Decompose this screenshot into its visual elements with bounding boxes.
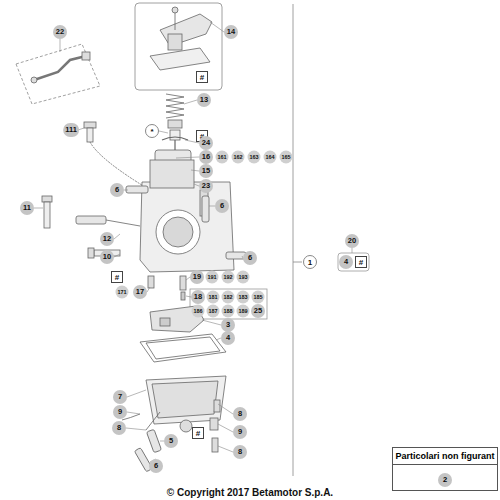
callout-number: 163: [248, 151, 261, 164]
hash-mark: #: [355, 256, 367, 268]
callout-number: 2: [438, 473, 452, 487]
callout-number: 12: [100, 232, 114, 246]
callout-number: 191: [206, 271, 219, 284]
callout-number: 193: [237, 271, 250, 284]
callout-number: 6: [243, 251, 257, 265]
hash-mark: #: [111, 271, 123, 283]
callout-number: 164: [264, 151, 277, 164]
callout-number: 171: [116, 286, 129, 299]
note-body: 2: [393, 465, 497, 490]
callout-number: 17: [133, 285, 147, 299]
callout-number: 182: [222, 291, 235, 304]
callout-number: 23: [199, 179, 213, 193]
callout-number: 18: [191, 290, 205, 304]
callout-number: 6: [215, 199, 229, 213]
callout-number: 165: [280, 151, 293, 164]
callout-number: 19: [190, 270, 204, 284]
marker-circle: 1: [303, 255, 317, 269]
hash-mark: #: [196, 71, 208, 83]
copyright-caption: © Copyright 2017 Betamotor S.p.A.: [167, 487, 333, 498]
callout-number: 8: [233, 445, 247, 459]
callout-number: 11: [20, 201, 34, 215]
callout-number: 6: [149, 459, 163, 473]
callout-number: 15: [199, 164, 213, 178]
callout-number: 3: [221, 318, 235, 332]
callout-number: 16: [199, 150, 213, 164]
callout-number: 8: [112, 421, 126, 435]
callout-number: 192: [222, 271, 235, 284]
callout-number: 183: [237, 291, 250, 304]
callout-number: 25: [251, 304, 265, 318]
note-heading: Particolari non figurant: [393, 448, 497, 465]
callout-number: 6: [110, 183, 124, 197]
callout-number: 9: [233, 425, 247, 439]
callout-number: 10: [100, 250, 114, 264]
callout-number: 14: [224, 25, 238, 39]
callout-number: 8: [233, 407, 247, 421]
callout-number: 188: [222, 305, 235, 318]
callout-number: 4: [339, 255, 353, 269]
callout-number: 181: [207, 291, 220, 304]
callout-number: 9: [113, 405, 127, 419]
callout-number: 22: [53, 25, 67, 39]
callout-number: 187: [207, 305, 220, 318]
callout-number: 7: [113, 390, 127, 404]
hash-mark: #: [192, 427, 204, 439]
callout-number: 185: [252, 291, 265, 304]
callout-number: 111: [63, 123, 79, 137]
marker-circle: *: [145, 124, 159, 138]
callout-number: 161: [216, 151, 229, 164]
callout-number: 13: [197, 93, 211, 107]
callout-number: 189: [237, 305, 250, 318]
callout-number: 4: [221, 331, 235, 345]
callout-number: 24: [199, 136, 213, 150]
callout-number: 162: [232, 151, 245, 164]
callout-number: 186: [192, 305, 205, 318]
note-box: Particolari non figurant 2: [392, 447, 498, 491]
callout-number: 5: [164, 434, 178, 448]
callout-number: 20: [345, 234, 359, 248]
